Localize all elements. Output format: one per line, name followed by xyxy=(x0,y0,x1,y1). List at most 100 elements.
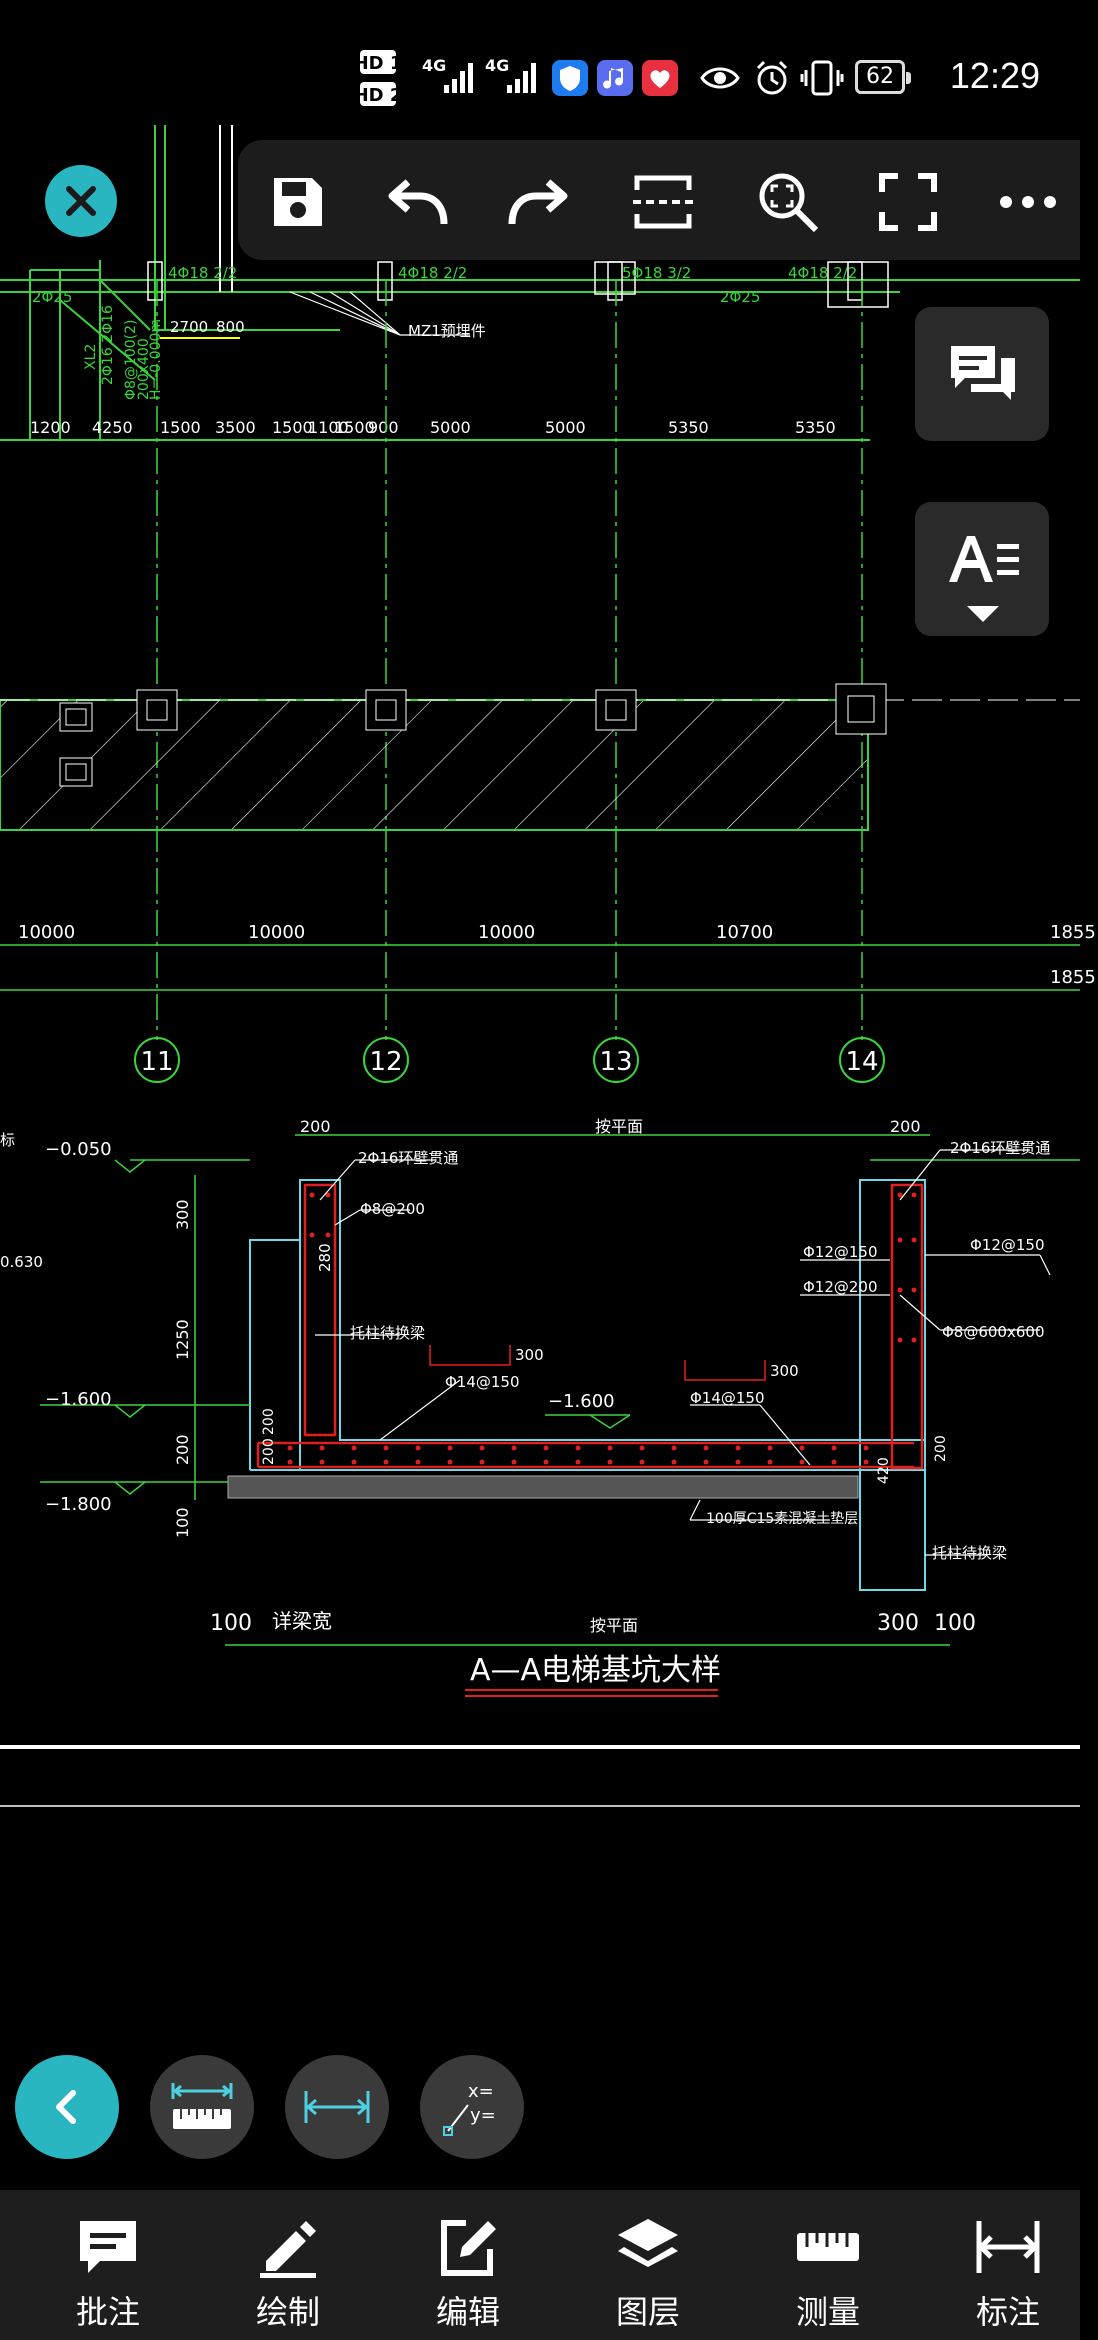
svg-text:200: 200 xyxy=(933,1435,949,1462)
mz-leaders xyxy=(289,291,470,336)
rebar-dot xyxy=(671,1459,677,1465)
save-button[interactable] xyxy=(258,162,338,242)
mz-label: MZ1预埋件 xyxy=(408,322,486,340)
rebar-dot xyxy=(671,1445,677,1451)
rebar-dot xyxy=(351,1445,357,1451)
nav-draw-label: 绘制 xyxy=(255,2293,320,2331)
nav-dimension-label: 标注 xyxy=(975,2293,1040,2331)
svg-text:4Φ18 2/2: 4Φ18 2/2 xyxy=(168,264,237,282)
rebar-dot xyxy=(309,1232,315,1238)
top-span-text: 按平面 xyxy=(595,1117,643,1136)
close-icon xyxy=(66,186,96,216)
rebar-dot xyxy=(319,1459,325,1465)
nav-measure-label: 测量 xyxy=(795,2293,860,2331)
rebar-dot xyxy=(735,1445,741,1451)
nav-measure[interactable]: 测量 xyxy=(738,2190,918,2340)
svg-text:1250: 1250 xyxy=(173,1319,192,1360)
svg-text:100: 100 xyxy=(173,1507,192,1538)
svg-text:420: 420 xyxy=(876,1457,892,1484)
top-dim-0: 1200 xyxy=(30,418,71,437)
svg-text:2Φ16 2Φ16: 2Φ16 2Φ16 xyxy=(100,305,116,385)
svg-text:详梁宽: 详梁宽 xyxy=(272,1609,332,1633)
signal-icon-2: 4G xyxy=(485,56,536,93)
measure-icon xyxy=(797,2233,859,2261)
rebar-dot xyxy=(543,1445,549,1451)
rebar-dot xyxy=(911,1287,917,1293)
fullscreen-button[interactable] xyxy=(868,162,948,242)
svg-text:100: 100 xyxy=(934,1611,976,1636)
measure-length-icon xyxy=(171,2083,233,2129)
heart-app-icon xyxy=(642,60,678,96)
top-dim-2: 1500 xyxy=(160,418,201,437)
top-dim-9: 5000 xyxy=(545,418,586,437)
alarm-icon xyxy=(756,60,788,95)
svg-text:100厚C15素混凝土垫层: 100厚C15素混凝土垫层 xyxy=(706,1511,858,1527)
measure-length-button[interactable] xyxy=(150,2055,254,2159)
net2-text: 4G xyxy=(485,56,509,75)
dual-sim-icon: HD 1 HD 2 xyxy=(354,50,402,106)
text-style-icon xyxy=(949,536,1019,582)
signal-icon-1: 4G xyxy=(422,56,473,93)
more-button[interactable] xyxy=(988,162,1068,242)
section-icon xyxy=(633,175,693,229)
svg-text:2Φ16环壁贯通: 2Φ16环壁贯通 xyxy=(358,1149,458,1167)
save-icon xyxy=(274,178,322,226)
rebar-dot xyxy=(799,1459,805,1465)
zoom-extents-icon xyxy=(759,173,819,233)
rebar-dot xyxy=(863,1445,869,1451)
rebar-dot xyxy=(911,1337,917,1343)
rebar-dot xyxy=(607,1459,613,1465)
redo-button[interactable] xyxy=(498,162,578,242)
close-button[interactable] xyxy=(45,165,117,237)
svg-text:280: 280 xyxy=(316,1243,334,1272)
nav-annotate[interactable]: 批注 xyxy=(18,2190,198,2340)
svg-text:−1.600: −1.600 xyxy=(45,1389,112,1410)
axis-bubbles: 11 12 13 14 xyxy=(134,1037,885,1083)
clock: 12:29 xyxy=(949,55,1040,96)
comments-button[interactable] xyxy=(915,307,1049,441)
zoom-extents-button[interactable] xyxy=(748,162,828,242)
nav-draw[interactable]: 绘制 xyxy=(198,2190,378,2340)
section-aa: 200 200 按平面 2Φ16环壁贯通 2Φ16环壁贯通 Φ8@200 280… xyxy=(0,1117,1080,1697)
top-dim-5: 1100 xyxy=(308,418,349,437)
rebar-dot xyxy=(831,1459,837,1465)
rebar-dot xyxy=(897,1337,903,1343)
chevron-down-icon xyxy=(967,606,999,622)
svg-text:300: 300 xyxy=(770,1362,799,1380)
linear-dimension-icon xyxy=(304,2091,370,2123)
axis-lines xyxy=(156,280,863,1040)
rebar-dot xyxy=(703,1459,709,1465)
linear-dimension-button[interactable] xyxy=(285,2055,389,2159)
section-button[interactable] xyxy=(623,162,703,242)
svg-text:2Φ25: 2Φ25 xyxy=(720,288,760,306)
undo-button[interactable] xyxy=(378,162,458,242)
cad-canvas[interactable]: 4Φ18 2/2 4Φ18 2/2 5Φ18 3/2 4Φ18 2/2 2Φ25… xyxy=(0,125,1096,2190)
column-boxes-top xyxy=(147,261,889,308)
svg-text:y=: y= xyxy=(470,2105,496,2126)
svg-text:Φ12@200: Φ12@200 xyxy=(803,1278,878,1296)
small-dims: 2700 800 xyxy=(160,318,245,339)
back-button[interactable] xyxy=(15,2055,119,2159)
text-style-button[interactable] xyxy=(915,502,1049,636)
nav-dimension[interactable]: 标注 xyxy=(918,2190,1098,2340)
top-rebar-labels: 4Φ18 2/2 4Φ18 2/2 5Φ18 3/2 4Φ18 2/2 2Φ25… xyxy=(32,264,857,306)
coordinate-button[interactable]: x= y= xyxy=(420,2055,524,2159)
rebar-dot xyxy=(287,1459,293,1465)
svg-text:Φ14@150: Φ14@150 xyxy=(445,1373,520,1391)
nav-edit[interactable]: 编辑 xyxy=(378,2190,558,2340)
layers-icon xyxy=(618,2219,678,2267)
top-dim-6: 1500 xyxy=(334,418,375,437)
more-icon xyxy=(1000,196,1056,208)
nav-layers[interactable]: 图层 xyxy=(558,2190,738,2340)
axis-12: 12 xyxy=(369,1047,402,1077)
battery-level: 62 xyxy=(866,64,894,89)
svg-text:Φ12@150: Φ12@150 xyxy=(803,1243,878,1261)
rebar-dot xyxy=(911,1192,917,1198)
svg-text:Φ8@100(2): Φ8@100(2) xyxy=(123,320,139,400)
hatched-foundation-band xyxy=(0,683,1080,831)
rebar-dot xyxy=(639,1459,645,1465)
rebar-dot xyxy=(703,1445,709,1451)
top-toolbar xyxy=(238,140,1080,260)
wall-width-left: 200 xyxy=(300,1117,331,1136)
shield-app-icon xyxy=(552,60,588,96)
